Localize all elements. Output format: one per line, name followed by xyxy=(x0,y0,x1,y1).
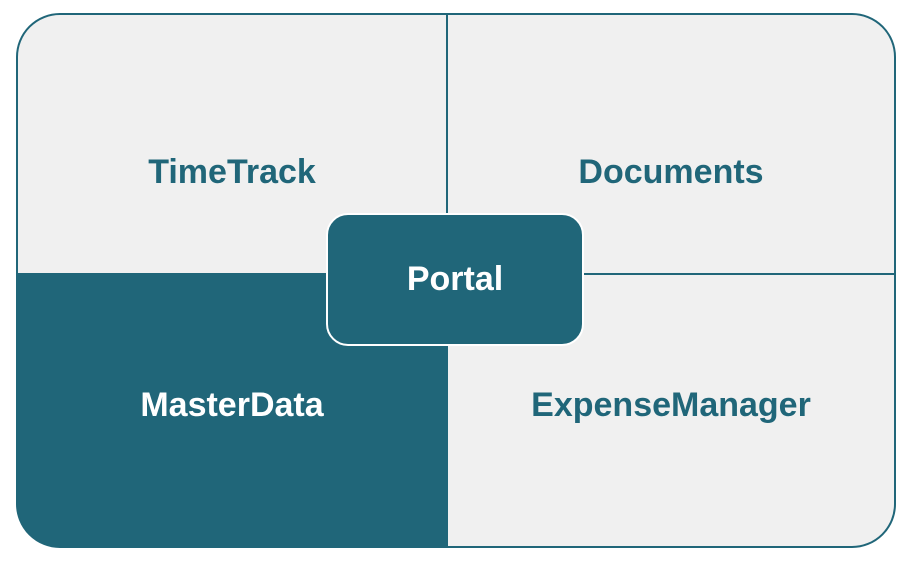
quadrant-label-expensemanager: ExpenseManager xyxy=(531,386,811,424)
quadrant-timetrack: TimeTrack xyxy=(16,13,448,275)
quadrant-label-timetrack: TimeTrack xyxy=(148,152,316,191)
center-portal-box: Portal xyxy=(326,213,584,346)
center-label-portal: Portal xyxy=(406,260,504,298)
quadrant-label-documents: Documents xyxy=(578,152,764,191)
quadrant-expensemanager: ExpenseManager xyxy=(446,273,896,548)
quadrant-label-masterdata: MasterData xyxy=(140,386,324,424)
